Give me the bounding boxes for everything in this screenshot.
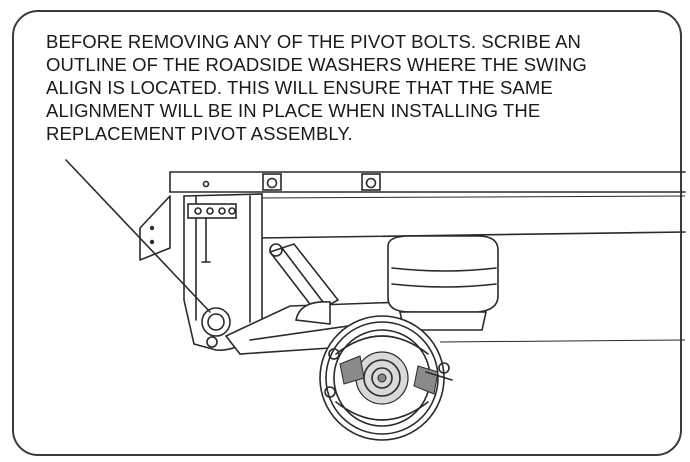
crossmember [139,180,210,261]
rail-mount-hole [361,173,381,191]
instruction-note: BEFORE REMOVING ANY OF THE PIVOT BOLTS. … [46,30,666,145]
note-line: OUTLINE OF THE ROADSIDE WASHERS WHERE TH… [46,54,587,75]
rail-mount-hole [262,173,282,191]
ground-line [439,339,686,343]
note-line: ALIGN IS LOCATED. THIS WILL ENSURE THAT … [46,77,553,98]
hanger-bracket [183,193,263,351]
pivot-bolt [201,307,231,348]
shock-absorber [268,243,340,314]
frame-rail [169,171,686,239]
note-line: BEFORE REMOVING ANY OF THE PIVOT BOLTS. … [46,31,582,52]
air-spring [387,235,499,331]
leader-line [65,159,211,313]
note-line: REPLACEMENT PIVOT ASSEMBLY. [46,123,353,144]
brake-assembly [319,315,453,441]
note-line: ALIGNMENT WILL BE IN PLACE WHEN INSTALLI… [46,100,541,121]
